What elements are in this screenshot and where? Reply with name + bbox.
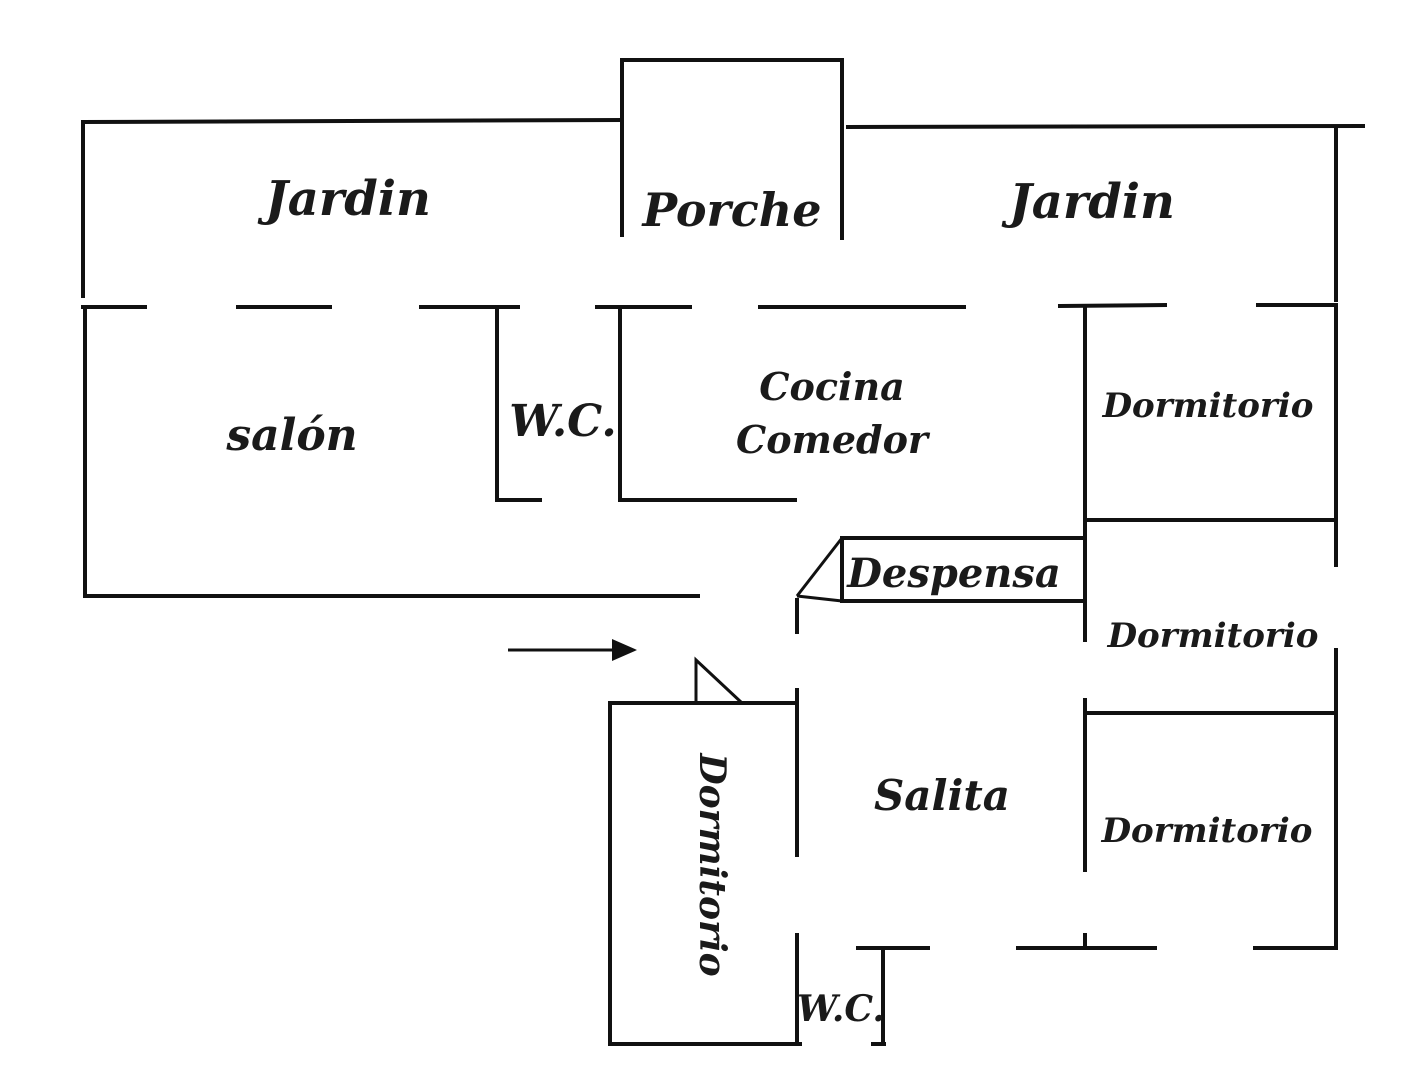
label-porche: Porche [641,183,822,237]
salita-walls [795,688,1338,1044]
salon-walls [83,305,700,598]
kitchen-walls [618,305,797,502]
label-salon: salón [225,410,357,461]
bottom-bedroom-walls [608,656,802,1046]
label-wc-bottom: W.C. [797,988,885,1030]
label-jardin-left: Jardin [257,171,431,227]
label-comedor: Comedor [736,417,931,462]
label-dormitorio-vertical: Dormitorio [691,752,733,976]
dashed-front-wall [81,302,1338,309]
label-dormitorio-3: Dormitorio [1101,811,1313,851]
label-despensa: Despensa [846,550,1061,597]
pantry-walls [795,536,1085,634]
wc-bottom-walls [871,946,886,1046]
garden-walls [80,58,1366,302]
arrow-right-icon [508,639,637,661]
label-wc-top: W.C. [509,396,616,447]
label-salita: Salita [874,771,1010,820]
label-dormitorio-1: Dormitorio [1102,386,1314,426]
label-dormitorio-2: Dormitorio [1107,616,1319,656]
label-jardin-right: Jardin [1001,174,1175,230]
wc-top-walls [495,305,542,502]
label-cocina: Cocina [759,364,904,409]
